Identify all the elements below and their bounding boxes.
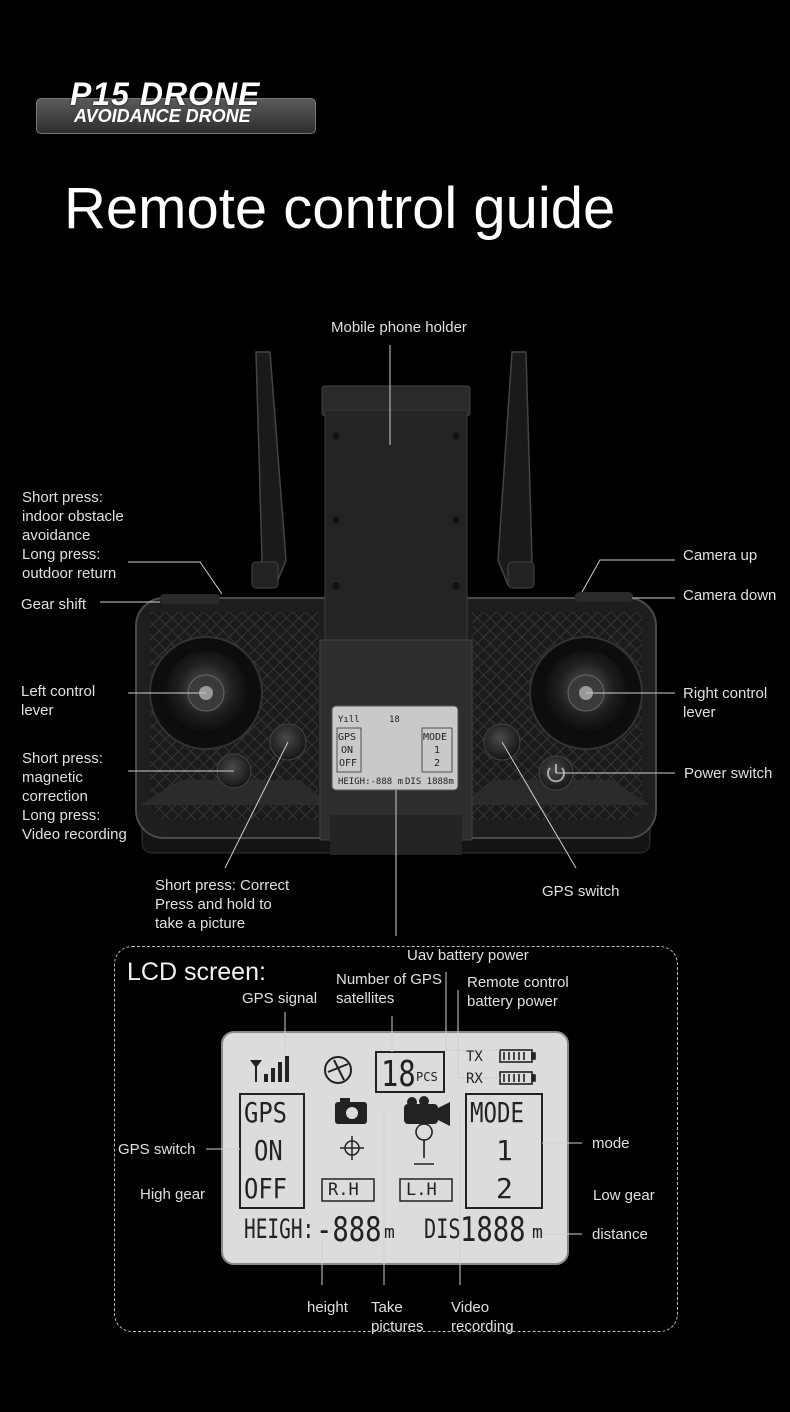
svg-text:18: 18 [389, 715, 400, 725]
badge-bar [36, 98, 316, 134]
badge-subtitle: AVOIDANCE DRONE [74, 106, 251, 126]
svg-text:OFF: OFF [339, 758, 357, 769]
label-take-pictures: Take pictures [371, 1299, 424, 1335]
label-right-lever: Right control lever [683, 685, 768, 721]
label-obstacle-avoidance: Short press: indoor obstacle avoidance L… [22, 489, 124, 582]
label-camera-up: Camera up [683, 547, 758, 564]
lcd-section-title: LCD screen: [127, 958, 266, 986]
label-mode: mode [592, 1135, 630, 1152]
label-gear-shift: Gear shift [21, 596, 87, 613]
lcd-callout-lines [206, 972, 582, 1285]
video-camera-icon [404, 1096, 450, 1126]
lcd-section-frame [114, 946, 678, 1332]
label-gps-satellites: Number of GPS satellites [336, 971, 442, 1007]
right-antenna [497, 351, 535, 589]
camera-dial [575, 592, 633, 602]
label-distance: distance [592, 1226, 648, 1243]
location-icon [414, 1123, 434, 1165]
crosshair-icon [340, 1136, 364, 1160]
camera-icon [335, 1098, 367, 1124]
callout-lines [100, 345, 675, 936]
label-gps-signal: GPS signal [242, 990, 318, 1007]
label-video-recording: Video recording [451, 1299, 514, 1335]
lcd-screen [221, 1031, 569, 1265]
label-magnetic-correction: Short press: magnetic correction Long pr… [22, 750, 127, 843]
remote-lcd: Yıll 18 GPS ON OFF MODE 1 2 HEIGH:-888 m… [331, 705, 459, 791]
svg-text:GPS: GPS [338, 732, 356, 743]
label-gps-switch: GPS switch [542, 883, 620, 900]
satellite-icon [324, 1056, 352, 1084]
product-badge: P15 DRONE AVOIDANCE DRONE [36, 76, 316, 136]
badge-model: P15 DRONE [70, 76, 261, 112]
left-antenna [251, 351, 287, 589]
label-left-lever: Left control lever [21, 683, 96, 719]
label-low-gear: Low gear [593, 1187, 655, 1204]
label-lcd-gps-switch: GPS switch [118, 1141, 196, 1158]
label-uav-battery: Uav battery power [407, 947, 529, 964]
label-rc-battery: Remote control battery power [467, 974, 569, 1010]
svg-text:Yıll: Yıll [338, 715, 360, 725]
gear-shift-button [160, 594, 220, 604]
label-power-switch: Power switch [684, 765, 773, 782]
signal-icon [250, 1056, 289, 1082]
label-phone-holder: Mobile phone holder [331, 319, 467, 336]
label-camera-down: Camera down [683, 587, 777, 604]
svg-text:2: 2 [434, 758, 440, 769]
svg-text:MODE: MODE [423, 732, 447, 743]
svg-text:HEIGH:-888 m: HEIGH:-888 m [338, 777, 403, 787]
label-high-gear: High gear [140, 1186, 206, 1203]
label-height: height [307, 1299, 348, 1316]
svg-text:DIS 1888m: DIS 1888m [405, 777, 454, 787]
svg-text:ON: ON [341, 745, 353, 756]
page-title: Remote control guide [64, 176, 616, 241]
svg-text:1: 1 [434, 745, 440, 756]
label-correct-picture: Short press: Correct Press and hold to t… [155, 877, 290, 932]
battery-icons [499, 1049, 536, 1085]
